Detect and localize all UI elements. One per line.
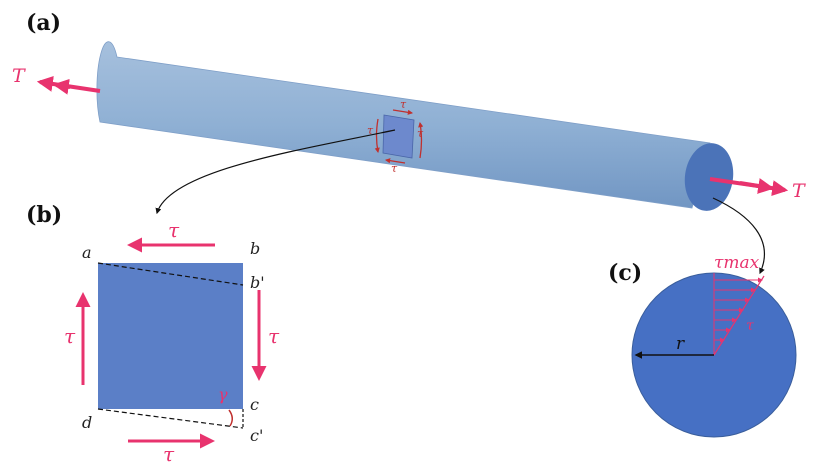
corner-b-prime: b'	[250, 273, 265, 292]
cross-section	[631, 272, 797, 438]
panel-label-c: (c)	[608, 260, 642, 286]
element-tau-bottom: τ	[391, 162, 398, 175]
corner-d: d	[82, 413, 92, 432]
element-tau-left: τ	[367, 124, 374, 137]
deformed-edge-top	[97, 262, 244, 286]
square-tau-bottom: τ	[163, 442, 175, 466]
panel-label-a: (a)	[26, 10, 61, 36]
square-tau-left: τ	[64, 324, 76, 348]
tau-max-label: τmax	[714, 253, 760, 273]
element-tau-top: τ	[400, 98, 407, 111]
corner-c: c	[250, 395, 259, 414]
radius-label: r	[676, 334, 685, 354]
square-tau-top: τ	[168, 218, 180, 242]
gamma-label: γ	[218, 385, 228, 404]
gamma-arc	[228, 409, 233, 427]
connector-to-c	[712, 197, 765, 275]
connector-to-b	[155, 129, 396, 215]
left-torque-arrow	[36, 75, 101, 95]
panel-label-b: (b)	[26, 202, 62, 228]
corner-c-prime: c'	[250, 426, 263, 445]
corner-a: a	[82, 243, 92, 262]
corner-b: b	[250, 239, 260, 258]
stress-element	[374, 109, 424, 164]
shear-square	[97, 262, 244, 429]
deformed-edge-bottom	[97, 408, 244, 429]
right-torque-arrow	[709, 177, 789, 197]
section-tau-label: τ	[746, 318, 754, 334]
stress-distribution-arrows	[714, 277, 763, 343]
shaft-end-face	[684, 143, 734, 211]
square-tau-right: τ	[268, 324, 280, 348]
left-torque-label: T	[12, 65, 26, 87]
element-tau-right: τ	[417, 127, 424, 140]
right-torque-label: T	[792, 180, 806, 202]
